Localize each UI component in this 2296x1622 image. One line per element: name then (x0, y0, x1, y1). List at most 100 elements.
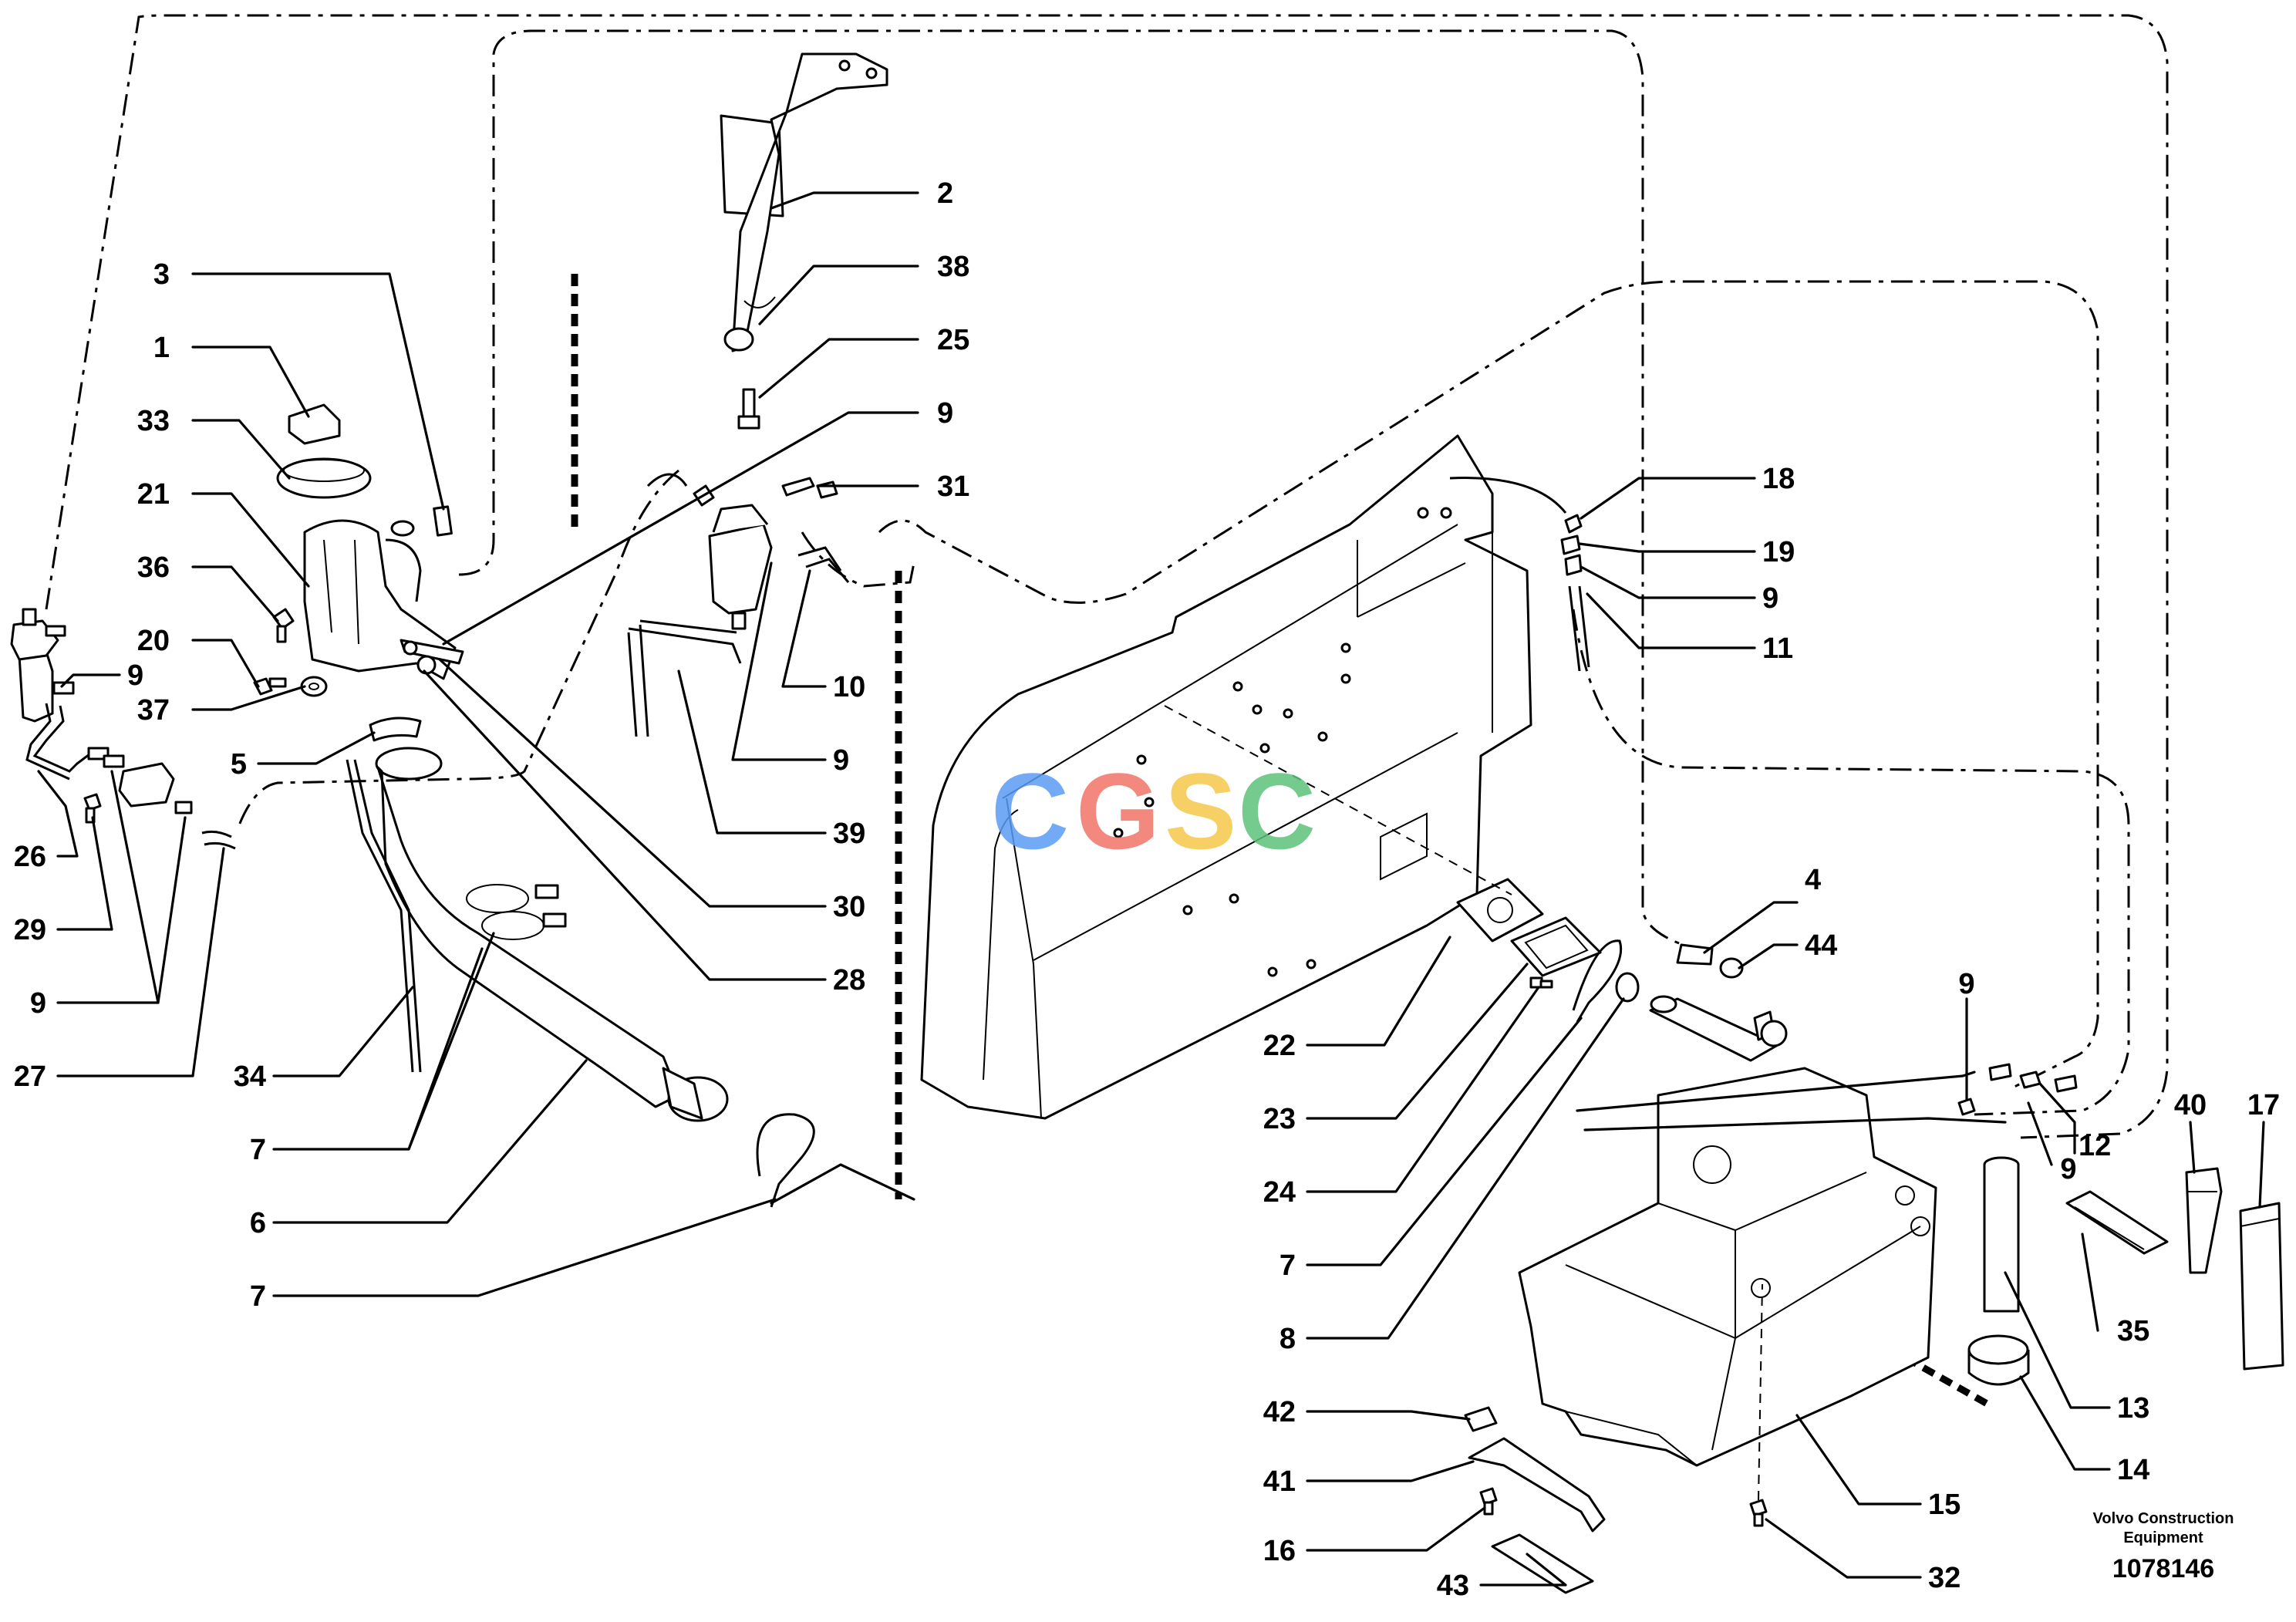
part-28-nut (416, 655, 437, 675)
part-39-pipe (627, 619, 742, 737)
callout-16: 16 (1263, 1535, 1296, 1567)
callout-7: 7 (250, 1134, 266, 1166)
part-32-screw (1749, 1283, 1768, 1527)
callout-31: 31 (937, 470, 969, 503)
callout-29: 29 (14, 914, 46, 946)
part-13-tube (1983, 1156, 2020, 1313)
callout-9: 9 (127, 659, 143, 692)
part-2-bracket (720, 52, 888, 352)
callout-4: 4 (1805, 864, 1821, 896)
callout-9: 9 (833, 744, 849, 777)
callout-18: 18 (1762, 463, 1795, 495)
part-17-strip (2239, 1202, 2284, 1371)
callout-37: 37 (137, 694, 170, 727)
part-panel (920, 434, 1532, 1120)
callout-5: 5 (231, 748, 247, 781)
callout-30: 30 (833, 891, 865, 923)
callout-19: 19 (1762, 536, 1795, 568)
part-18-19-fittings (1560, 514, 1590, 672)
watermark-s: S (1165, 750, 1236, 872)
callout-9: 9 (30, 987, 46, 1020)
watermark-g: G (1076, 750, 1160, 872)
part-left-filter (10, 608, 236, 850)
callout-7: 7 (250, 1280, 266, 1313)
routing-lines (45, 14, 2169, 1139)
callout-34: 34 (234, 1061, 266, 1093)
part-33-ring (276, 457, 372, 499)
callout-22: 22 (1263, 1030, 1296, 1062)
watermark-c1: C (991, 750, 1069, 872)
callout-36: 36 (137, 551, 170, 584)
callout-33: 33 (137, 405, 170, 437)
callout-1: 1 (153, 332, 170, 364)
part-41-bracket (1468, 1437, 1606, 1533)
part-6-pipe (375, 747, 729, 1122)
part-24-screw (1529, 976, 1553, 989)
callout-35: 35 (2117, 1315, 2149, 1347)
callout-23: 23 (1263, 1103, 1296, 1135)
part-8-clamp (1615, 972, 1640, 1003)
part-40-bracket (2185, 1167, 2223, 1274)
part-12-fittings (1957, 1063, 2078, 1116)
callout-44: 44 (1805, 929, 1837, 962)
part-20-bolt (253, 677, 287, 696)
callout-9: 9 (1958, 968, 1974, 1000)
part-21-filler-neck (303, 519, 457, 680)
part-7-tie-right (1572, 939, 1623, 1023)
part-34-dipstick (346, 759, 422, 1073)
callout-20: 20 (137, 625, 170, 657)
part-14-bushing (1967, 1334, 2030, 1386)
company-line-2: Equipment (2123, 1529, 2203, 1546)
part-10-hose (797, 546, 850, 583)
callout-2: 2 (937, 177, 953, 210)
callout-9: 9 (1762, 582, 1778, 615)
part-44-clamp (1719, 957, 1744, 979)
callout-39: 39 (833, 818, 865, 850)
callout-11: 11 (1762, 632, 1793, 665)
callout-43: 43 (1437, 1570, 1469, 1602)
part-22-plate (1456, 878, 1544, 943)
drawing-footer: Volvo Construction Equipment 1078146 (2093, 1510, 2234, 1583)
callout-9: 9 (937, 397, 953, 430)
callout-labels: 2 38 25 9 31 3 1 33 21 36 20 37 9 5 26 2… (14, 177, 2280, 1602)
callout-32: 32 (1928, 1562, 1961, 1594)
callout-40: 40 (2174, 1089, 2207, 1121)
leader-lines (37, 191, 2265, 1587)
panel-cable (1449, 477, 1567, 514)
callout-7: 7 (1279, 1249, 1296, 1282)
callout-25: 25 (937, 324, 969, 356)
callout-12: 12 (2079, 1130, 2111, 1162)
callout-13: 13 (2117, 1392, 2149, 1425)
callout-42: 42 (1263, 1396, 1296, 1428)
part-7-tie-bottom (756, 1113, 815, 1208)
callout-38: 38 (937, 251, 969, 283)
part-35-pad (2065, 1190, 2169, 1255)
callout-17: 17 (2247, 1089, 2280, 1121)
part-43-pad (1491, 1533, 1594, 1594)
centre-line (1164, 705, 1512, 895)
part-36-screw (272, 608, 295, 643)
watermark: C G S C (991, 750, 1316, 872)
callout-15: 15 (1928, 1489, 1961, 1521)
callout-26: 26 (14, 841, 46, 873)
callout-24: 24 (1263, 1176, 1296, 1209)
callout-27: 27 (14, 1061, 46, 1093)
part-5-clamp (369, 717, 422, 742)
part-1-cap (288, 403, 341, 445)
drawing-number: 1078146 (2112, 1554, 2214, 1583)
callout-14: 14 (2117, 1454, 2149, 1486)
callout-28: 28 (833, 964, 865, 996)
callout-6: 6 (250, 1207, 266, 1239)
watermark-c2: C (1238, 750, 1316, 872)
part-3-pin (433, 505, 453, 537)
part-42-clip (1464, 1406, 1498, 1432)
part-30-strap (400, 639, 464, 665)
company-line-1: Volvo Construction (2093, 1510, 2234, 1527)
callout-3: 3 (153, 258, 170, 291)
part-25-bolt (737, 388, 760, 430)
part-15-tank (1518, 995, 1937, 1467)
callout-9: 9 (2060, 1153, 2076, 1185)
part-4-hose (1676, 943, 1714, 966)
callout-21: 21 (137, 478, 170, 511)
